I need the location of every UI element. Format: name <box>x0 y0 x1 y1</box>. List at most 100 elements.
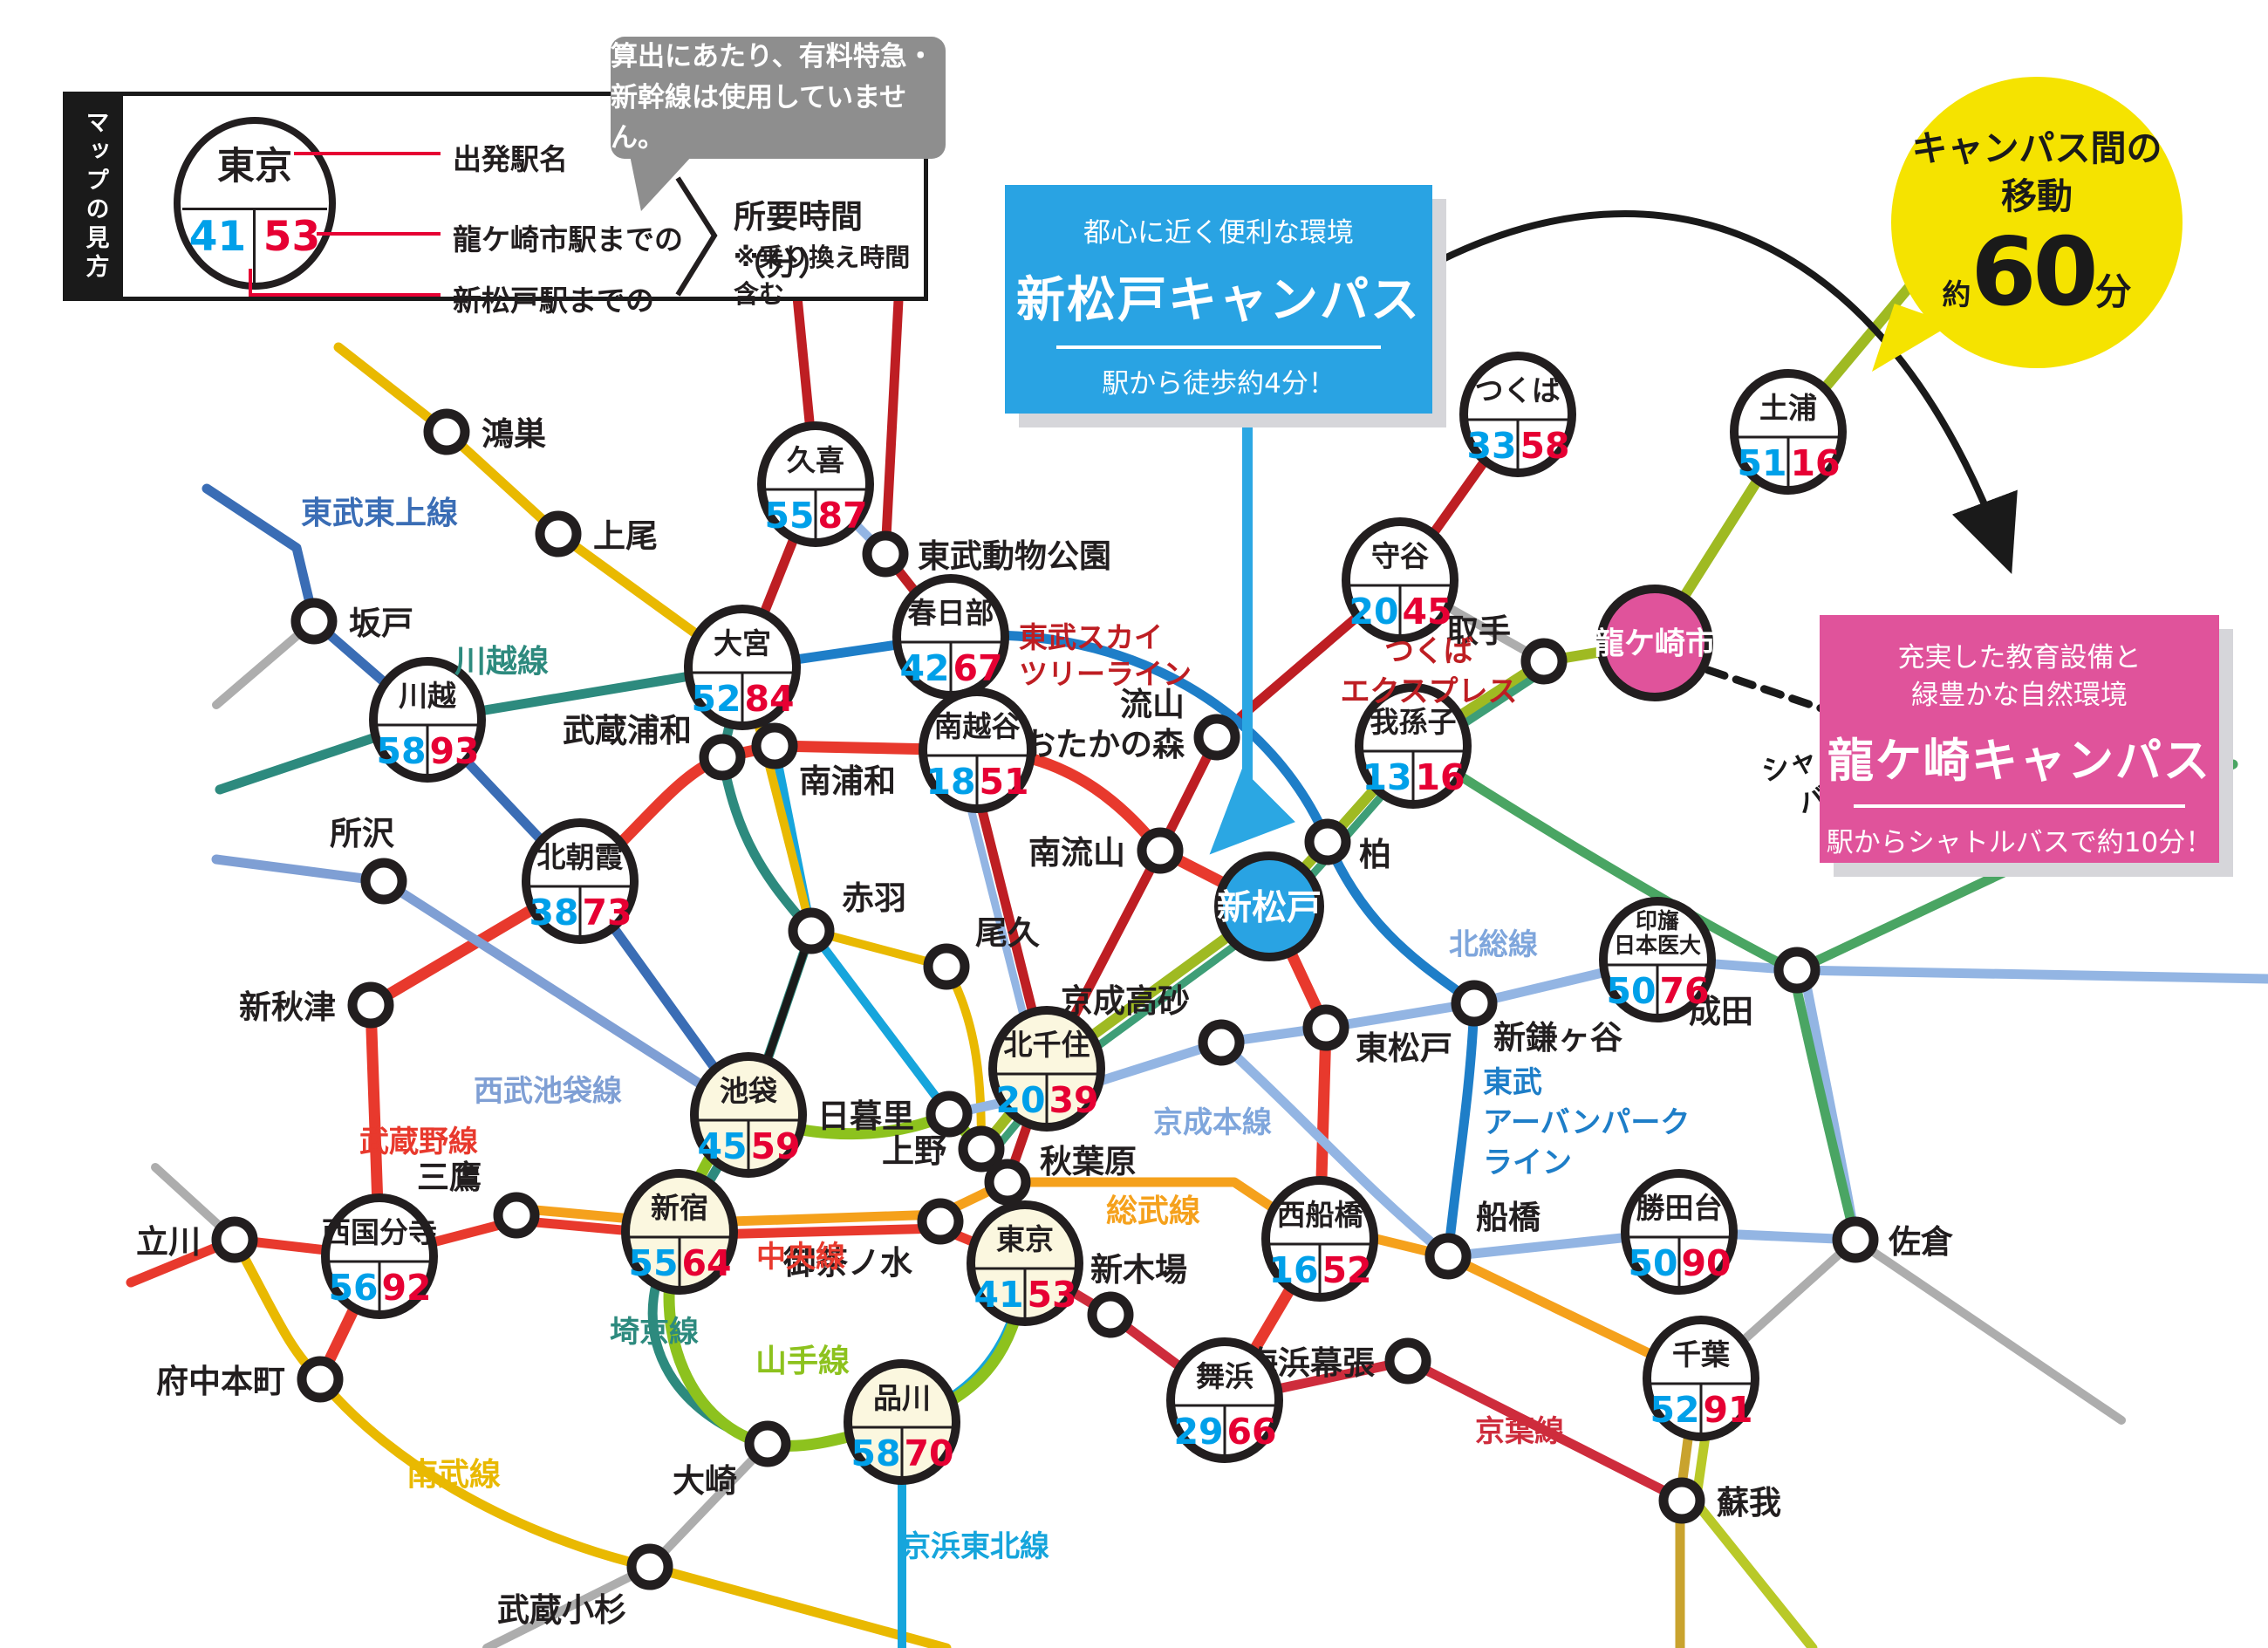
minutes-to-ryugasaki: 93 <box>429 730 479 772</box>
station-name: 大宮 <box>714 626 771 660</box>
shinmatsudo-name: 新松戸キャンパス <box>1016 272 1421 330</box>
station-label: 坂戸 <box>349 605 413 642</box>
station-label: 佐倉 <box>1888 1223 1953 1261</box>
station-name: 南越谷 <box>934 709 1021 743</box>
minutes-to-shinmatsudo: 58 <box>850 1433 900 1474</box>
ryugasaki-divider <box>1854 803 2185 808</box>
station-node <box>347 981 394 1029</box>
station-上野: 上野 <box>882 1125 1005 1173</box>
minutes-to-shinmatsudo: 58 <box>376 730 426 772</box>
line-labels: 東武東上線川越線東武スカイツリーラインつくばエクスプレスシャトルバス北総線西武池… <box>301 496 1875 1564</box>
minutes-to-shinmatsudo: 52 <box>1650 1389 1699 1431</box>
station-node <box>360 858 407 905</box>
station-name: 我孫子 <box>1370 705 1457 739</box>
line-label-総武線: 総武線 <box>1106 1193 1200 1229</box>
minutes-to-shinmatsudo: 33 <box>1466 425 1516 467</box>
station-label: 新秋津 <box>239 988 336 1026</box>
station-label: 新鎌ヶ谷 <box>1493 1019 1622 1056</box>
station-node <box>917 1198 964 1245</box>
minutes-to-ryugasaki: 45 <box>1402 591 1452 633</box>
minutes-to-ryugasaki: 76 <box>1659 970 1709 1012</box>
station-node <box>211 1216 258 1263</box>
station-node <box>1304 818 1351 865</box>
line-label-東武アーバンパークライン: 東武アーバンパークライン <box>1483 1065 1690 1180</box>
station-label: 所沢 <box>330 815 395 852</box>
station-取手: 取手 <box>1446 612 1568 685</box>
ryugasaki-tagline-1: 充実した教育設備と <box>1897 642 2142 674</box>
minutes-to-ryugasaki: 70 <box>904 1433 953 1474</box>
rail-line-narita-abiko <box>1408 741 1795 974</box>
minutes-to-ryugasaki: 73 <box>582 892 632 933</box>
minutes-to-ryugasaki: 84 <box>744 678 794 720</box>
station-南流山: 南流山 <box>1028 827 1184 874</box>
line-label-東武東上線: 東武東上線 <box>301 496 458 531</box>
rail-line-takasaki <box>333 342 748 673</box>
station-node <box>1658 1477 1705 1524</box>
station-鴻巣: 鴻巣 <box>423 408 546 455</box>
legend-title-bar: マップの見方 <box>67 96 123 297</box>
station-南浦和: 南浦和 <box>751 722 896 800</box>
legend-sample-minutes-blue: 41 <box>188 213 247 261</box>
legend-pointer-line <box>249 293 441 297</box>
station-node <box>923 943 970 990</box>
station-label: 府中本町 <box>156 1363 285 1400</box>
station-label: 新木場 <box>1090 1251 1187 1289</box>
station-label: 上野 <box>882 1132 946 1170</box>
minutes-to-ryugasaki: 67 <box>953 647 1002 689</box>
station-新鎌ヶ谷: 新鎌ヶ谷 <box>1451 980 1622 1056</box>
station-label: 武蔵小杉 <box>497 1591 626 1629</box>
note-line1: 算出にあたり、有料特急・ <box>611 41 934 73</box>
station-東武動物公園: 東武動物公園 <box>862 530 1111 578</box>
station-node <box>535 510 582 557</box>
minutes-to-ryugasaki: 16 <box>1415 756 1465 798</box>
stations: 鴻巣上尾東武動物公園坂戸武蔵浦和南浦和所沢新秋津赤羽尾久日暮里上野秋葉原御茶ノ水… <box>136 352 1953 1629</box>
legend-sample-name: 東京 <box>217 145 292 188</box>
station-name: 池袋 <box>720 1074 777 1108</box>
shinmatsudo-divider <box>1056 345 1381 350</box>
station-node <box>493 1192 540 1239</box>
minutes-to-shinmatsudo: 55 <box>628 1242 678 1284</box>
station-name: 新宿 <box>651 1191 708 1225</box>
station-name: 新松戸 <box>1217 887 1322 927</box>
station-name: 土浦 <box>1759 391 1817 425</box>
station-label: 上尾 <box>593 517 658 555</box>
transfer-unit: 分 <box>2094 270 2132 314</box>
station-坂戸: 坂戸 <box>290 598 413 645</box>
minutes-to-ryugasaki: 52 <box>1322 1249 1371 1291</box>
line-label-南武線: 南武線 <box>406 1457 501 1493</box>
station-秋葉原: 秋葉原 <box>984 1143 1137 1206</box>
station-新木場: 新木場 <box>1087 1251 1187 1338</box>
station-node <box>1214 851 1324 961</box>
station-label: 三鷹 <box>417 1159 482 1196</box>
station-name: 勝田台 <box>1636 1191 1723 1225</box>
ryugasaki-tagline-2: 緑豊かな自然環境 <box>1911 680 2128 712</box>
legend-bracket-icon <box>675 176 718 297</box>
rail-line-nambu <box>229 1234 952 1648</box>
station-label: 南浦和 <box>799 762 896 800</box>
minutes-to-ryugasaki: 92 <box>381 1267 431 1309</box>
station-武蔵小杉: 武蔵小杉 <box>497 1543 673 1629</box>
legend-pointer-line <box>317 232 441 236</box>
station-佐倉: 佐倉 <box>1832 1216 1953 1263</box>
station-node <box>1087 1291 1134 1338</box>
station-node <box>788 907 835 954</box>
station-海浜幕張: 海浜幕張 <box>1246 1337 1431 1385</box>
line-label-埼京線: 埼京線 <box>610 1315 699 1350</box>
station-node <box>423 408 470 455</box>
station-node <box>984 1159 1031 1206</box>
station-node <box>926 1091 973 1138</box>
station-新秋津: 新秋津 <box>239 981 394 1029</box>
legend-divider-v <box>253 208 256 283</box>
minutes-to-shinmatsudo: 13 <box>1362 756 1411 798</box>
line-label-東武スカイツリーライン: 東武スカイツリーライン <box>1019 620 1192 691</box>
station-東松戸: 東松戸 <box>1302 1004 1452 1067</box>
